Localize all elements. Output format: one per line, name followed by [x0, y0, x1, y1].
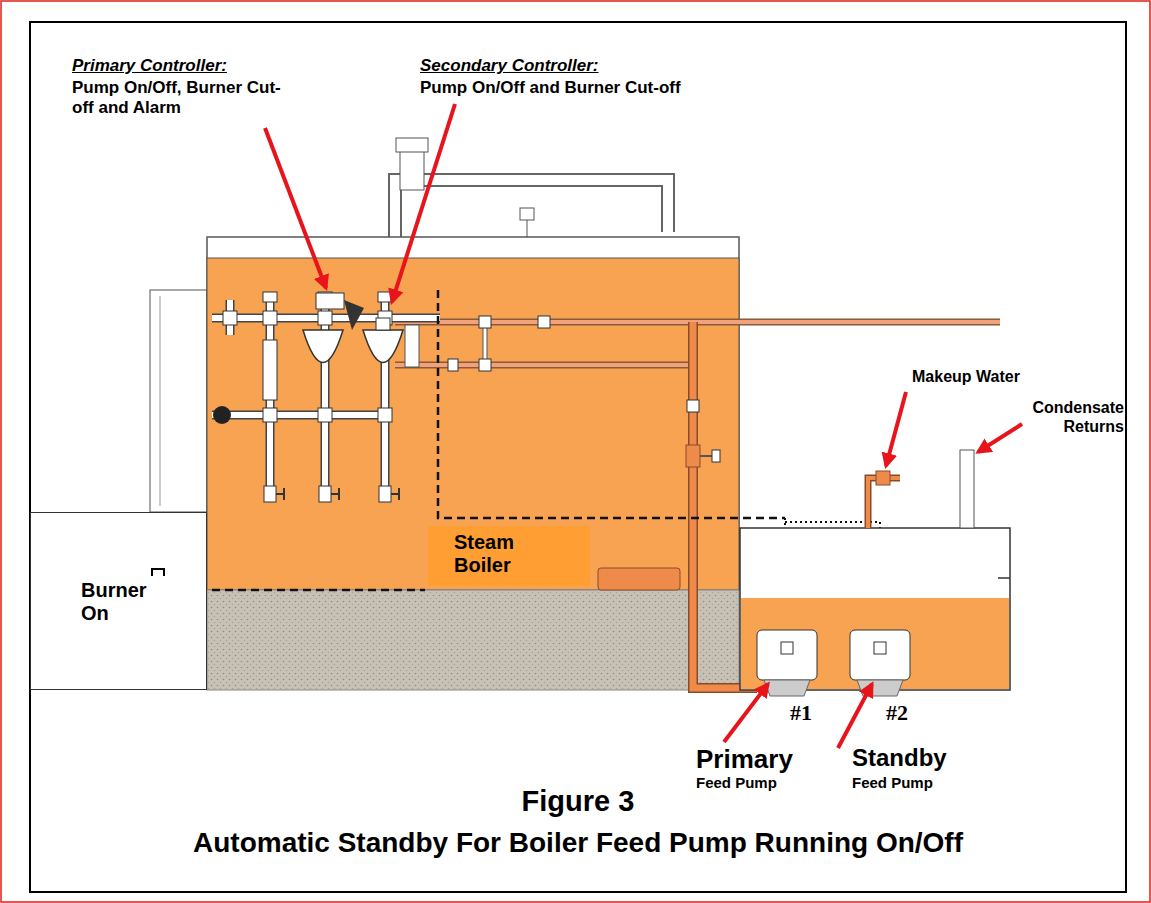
node-text: Burner On — [81, 579, 161, 625]
burner-box: Burner On — [30, 512, 207, 690]
feed-tank — [741, 598, 1009, 689]
feed-piping — [598, 568, 680, 590]
controller-heading: Primary Controller: — [72, 56, 227, 76]
pump-name: Primary — [696, 744, 793, 775]
controller-description: Pump On/Off and Burner Cut-off — [420, 78, 681, 98]
feed-tank — [740, 450, 1010, 690]
boiler-name-panel: Steam Boiler — [428, 526, 590, 586]
feed-pump — [757, 630, 817, 680]
water-column — [378, 408, 392, 422]
water-column — [318, 311, 332, 325]
feed-tank — [740, 528, 1010, 690]
water-column — [378, 292, 392, 302]
control-wiring — [438, 290, 785, 518]
water-column — [212, 411, 390, 420]
water-column — [263, 292, 277, 302]
pump-subtitle: Feed Pump — [852, 774, 933, 792]
feed-pump — [874, 642, 886, 654]
boiler-shell — [395, 180, 668, 237]
figure-caption: Automatic Standby For Boiler Feed Pump R… — [34, 826, 1122, 860]
callout-arrow — [886, 392, 906, 466]
feed-pump — [757, 630, 910, 696]
pump-name: Standby — [852, 744, 947, 773]
pump-number: #1 — [790, 700, 812, 726]
boiler-shell — [527, 220, 528, 237]
feed-pump — [857, 680, 903, 696]
feed-piping — [712, 450, 720, 462]
controller-heading: Secondary Controller: — [420, 56, 599, 76]
boiler-shell — [30, 138, 739, 690]
callout-arrow — [265, 104, 1022, 748]
pipe-label: Makeup Water — [912, 367, 1020, 386]
control-wiring — [212, 589, 425, 592]
feed-piping — [538, 316, 550, 328]
feed-piping — [448, 359, 458, 371]
feed-piping — [687, 400, 699, 412]
water-column — [213, 406, 231, 424]
feed-piping — [395, 316, 1000, 688]
callout-arrow — [265, 128, 326, 288]
water-column — [363, 330, 403, 363]
pipe-label: Condensate Returns — [1016, 398, 1124, 436]
water-column — [263, 311, 277, 325]
feed-tank — [876, 471, 890, 485]
water-column — [263, 340, 277, 400]
boiler-shell — [520, 208, 534, 220]
boiler-shell — [396, 138, 428, 152]
callout-arrow — [392, 104, 455, 302]
water-column — [379, 486, 391, 502]
water-column — [319, 486, 331, 502]
water-column — [212, 292, 440, 502]
callout-arrow — [978, 424, 1022, 452]
boiler-shell — [152, 569, 164, 576]
pump-number: #2 — [886, 700, 908, 726]
water-column — [303, 330, 343, 363]
boiler-shell — [30, 512, 207, 690]
water-column — [230, 300, 385, 500]
water-column — [212, 412, 390, 418]
boiler-shell — [207, 590, 739, 690]
water-column — [405, 325, 419, 367]
figure-title: Figure 3 — [34, 784, 1122, 819]
feed-piping — [686, 445, 700, 467]
page-frame — [30, 22, 1126, 892]
feed-piping — [479, 359, 491, 371]
water-column — [223, 311, 237, 325]
boiler-shell — [207, 237, 739, 590]
water-column — [316, 293, 344, 309]
water-column — [318, 408, 332, 422]
boiler-shell — [150, 290, 207, 512]
feed-pump — [850, 630, 910, 680]
node-text: Steam Boiler — [454, 531, 526, 577]
water-column — [264, 486, 276, 502]
feed-tank — [998, 577, 1010, 579]
boiler-shell — [400, 150, 424, 190]
callout-arrow — [838, 684, 872, 748]
boiler-shell — [160, 296, 161, 506]
callout-arrow — [724, 684, 768, 742]
water-column — [230, 300, 385, 500]
boiler-shell — [395, 180, 668, 237]
feed-pump — [781, 642, 793, 654]
pump-subtitle: Feed Pump — [696, 774, 777, 792]
water-column — [276, 488, 399, 500]
water-column — [376, 318, 390, 330]
water-column — [263, 408, 277, 422]
feed-piping — [479, 316, 491, 328]
controller-description: Pump On/Off, Burner Cut-off and Alarm — [72, 78, 287, 119]
feed-piping — [395, 363, 690, 367]
feed-pump — [764, 680, 810, 696]
feed-tank — [960, 450, 974, 528]
water-column — [344, 300, 364, 330]
boiler-shell — [207, 258, 739, 590]
